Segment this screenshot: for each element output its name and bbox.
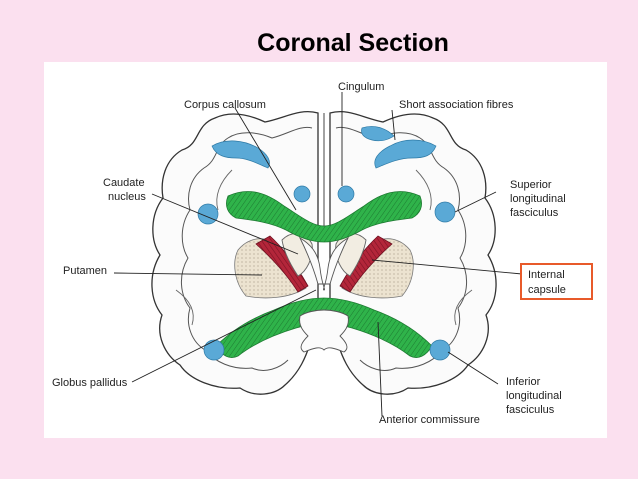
label-cingulum: Cingulum bbox=[338, 81, 384, 93]
superior-longitudinal-fasciculus-right bbox=[434, 201, 456, 223]
diagram-panel bbox=[44, 62, 607, 438]
short-association-fibres-right bbox=[374, 139, 437, 169]
sulcus-line bbox=[216, 169, 233, 211]
right-lentiform-nucleus bbox=[341, 238, 414, 299]
label-short-association-fibres: Short association fibres bbox=[399, 99, 514, 111]
label-caudate-line1: Caudate bbox=[103, 177, 145, 189]
inferior-longitudinal-fasciculus-right bbox=[429, 339, 451, 361]
lateral-ventricles bbox=[298, 236, 350, 291]
sulcus-line bbox=[454, 289, 473, 326]
corpus-callosum-fibres bbox=[226, 191, 422, 243]
label-internal-line1: Internal bbox=[528, 269, 565, 281]
basal-region bbox=[299, 309, 349, 353]
label-putamen: Putamen bbox=[63, 265, 107, 277]
label-superior-line2: longitudinal bbox=[510, 193, 566, 205]
internal-capsule-highlight-box bbox=[520, 263, 593, 300]
sulcus-line bbox=[175, 289, 194, 326]
short-association-fibres-right-2 bbox=[361, 126, 395, 142]
leader-lines bbox=[113, 92, 523, 417]
label-inferior-line3: fasciculus bbox=[506, 404, 555, 416]
label-internal-line2: capsule bbox=[528, 284, 566, 296]
label-globus-pallidus: Globus pallidus bbox=[52, 377, 128, 389]
label-superior-line1: Superior bbox=[510, 179, 552, 191]
label-anterior-commissure: Anterior commissure bbox=[379, 414, 480, 426]
right-internal-capsule bbox=[339, 235, 393, 293]
left-gyral-folds bbox=[181, 126, 313, 371]
right-gyral-folds bbox=[335, 126, 467, 371]
page-title: Coronal Section bbox=[257, 29, 449, 57]
label-superior-line3: fasciculus bbox=[510, 207, 559, 219]
cingulum-left bbox=[293, 185, 311, 203]
label-inferior-line2: longitudinal bbox=[506, 390, 562, 402]
label-caudate-line2: nucleus bbox=[108, 191, 146, 203]
label-corpus-callosum: Corpus callosum bbox=[184, 99, 266, 111]
short-association-fibres-left bbox=[211, 140, 270, 169]
label-inferior-line1: Inferior bbox=[506, 376, 541, 388]
sulcus-line bbox=[415, 169, 432, 211]
cingulum-right bbox=[337, 185, 355, 203]
inferior-longitudinal-fasciculus-left bbox=[203, 339, 225, 361]
